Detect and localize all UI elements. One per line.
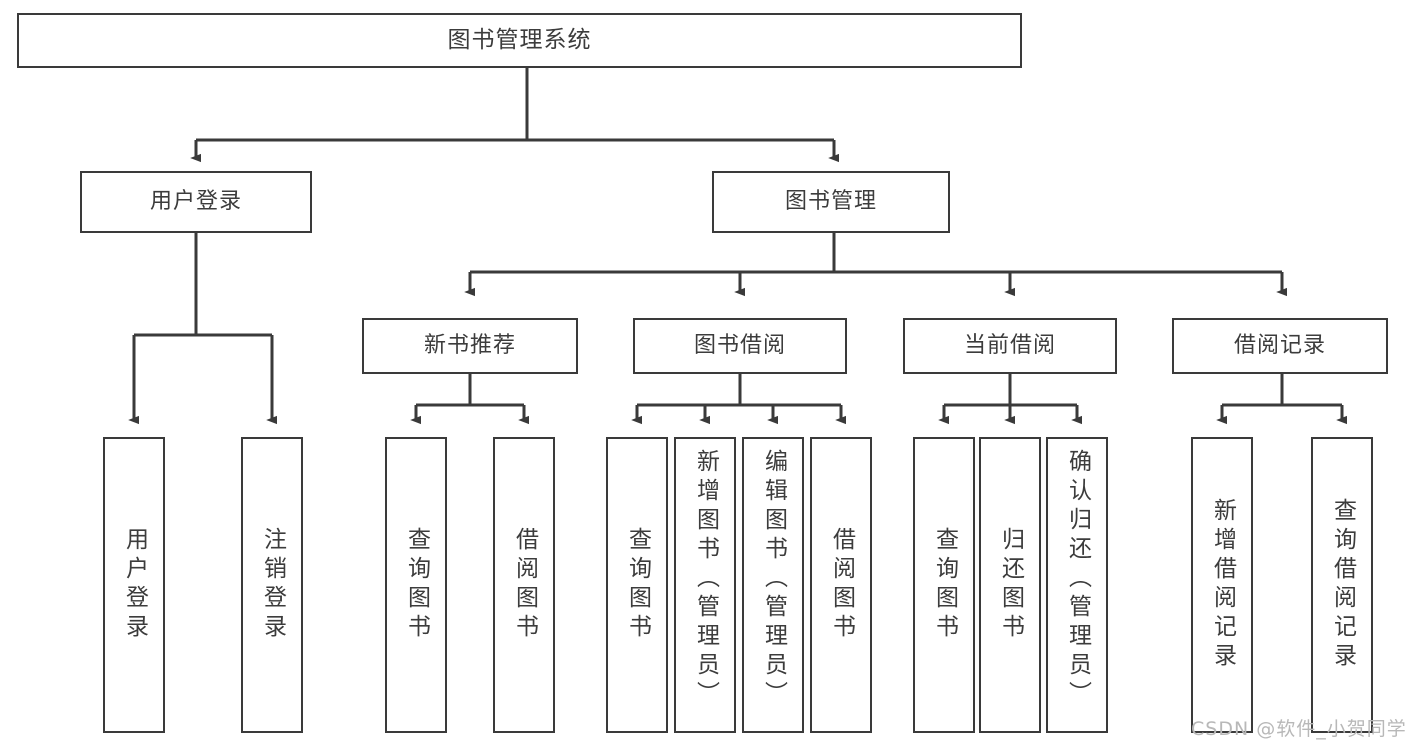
leaf-label: 查询借阅记录 <box>1329 498 1356 672</box>
node-borrow-record-label: 借阅记录 <box>1233 332 1326 358</box>
leaf-label: 查询图书 <box>624 527 651 643</box>
leaf-label: 查询图书 <box>403 527 430 643</box>
csdn-watermark: CSDN @软件_小贺同学 <box>1191 718 1405 740</box>
leaf-book-borrow-3[interactable]: 借阅图书 <box>810 437 872 733</box>
node-book-borrow[interactable]: 图书借阅 <box>633 318 847 374</box>
leaf-label: 查询图书 <box>931 527 958 643</box>
node-borrow-record[interactable]: 借阅记录 <box>1172 318 1388 374</box>
leaf-label: 借阅图书 <box>511 527 538 643</box>
leaf-borrow-record-0[interactable]: 新增借阅记录 <box>1191 437 1253 733</box>
node-user-login[interactable]: 用户登录 <box>80 171 312 233</box>
leaf-label: 确认归还（管理员） <box>1064 449 1091 710</box>
leaf-current-borrow-2[interactable]: 确认归还（管理员） <box>1046 437 1108 733</box>
leaf-borrow-record-1[interactable]: 查询借阅记录 <box>1311 437 1373 733</box>
leaf-current-borrow-0[interactable]: 查询图书 <box>913 437 975 733</box>
leaf-label: 新增图书（管理员） <box>692 449 719 710</box>
node-new-book-rec-label: 新书推荐 <box>423 332 516 358</box>
node-book-manage-label: 图书管理 <box>784 188 877 214</box>
leaf-book-borrow-1[interactable]: 新增图书（管理员） <box>674 437 736 733</box>
leaf-label: 借阅图书 <box>828 527 855 643</box>
leaf-user-login-1[interactable]: 注销登录 <box>241 437 303 733</box>
node-user-login-label: 用户登录 <box>149 188 242 214</box>
leaf-book-borrow-0[interactable]: 查询图书 <box>606 437 668 733</box>
node-root[interactable]: 图书管理系统 <box>17 13 1022 68</box>
leaf-label: 编辑图书（管理员） <box>760 449 787 710</box>
leaf-label: 注销登录 <box>259 527 286 643</box>
leaf-current-borrow-1[interactable]: 归还图书 <box>979 437 1041 733</box>
node-current-borrow[interactable]: 当前借阅 <box>903 318 1117 374</box>
node-book-borrow-label: 图书借阅 <box>693 332 786 358</box>
leaf-new-book-rec-0[interactable]: 查询图书 <box>385 437 447 733</box>
node-new-book-rec[interactable]: 新书推荐 <box>362 318 578 374</box>
leaf-label: 归还图书 <box>997 527 1024 643</box>
leaf-book-borrow-2[interactable]: 编辑图书（管理员） <box>742 437 804 733</box>
node-root-label: 图书管理系统 <box>447 26 592 53</box>
leaf-label: 新增借阅记录 <box>1209 498 1236 672</box>
node-current-borrow-label: 当前借阅 <box>963 332 1056 358</box>
node-book-manage[interactable]: 图书管理 <box>712 171 950 233</box>
leaf-user-login-0[interactable]: 用户登录 <box>103 437 165 733</box>
leaf-new-book-rec-1[interactable]: 借阅图书 <box>493 437 555 733</box>
leaf-label: 用户登录 <box>121 527 148 643</box>
